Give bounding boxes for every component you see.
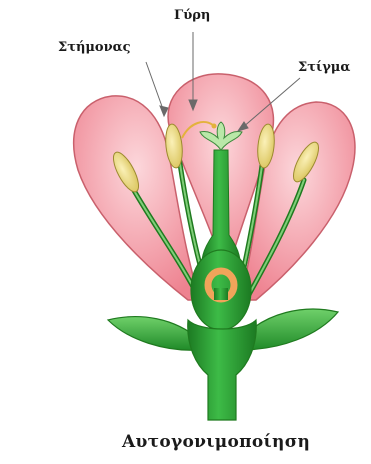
label-pollen: Γύρη bbox=[174, 8, 210, 23]
leaf-left bbox=[108, 317, 200, 351]
pollen-grain bbox=[212, 124, 217, 129]
label-stamen: Στήμονας bbox=[58, 40, 131, 55]
leader-stamen bbox=[146, 62, 164, 112]
receptacle-stem bbox=[188, 320, 257, 420]
caption: Αυτογονιμοποίηση bbox=[122, 432, 310, 452]
label-stigma: Στίγμα bbox=[298, 60, 350, 75]
